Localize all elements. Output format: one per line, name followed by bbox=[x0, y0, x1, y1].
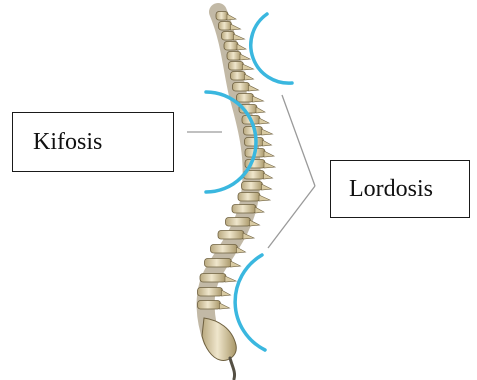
spinous-process bbox=[253, 96, 264, 102]
vertebra bbox=[198, 301, 221, 310]
spinous-process bbox=[225, 276, 236, 282]
spinous-process bbox=[237, 44, 246, 50]
spinous-process bbox=[250, 220, 260, 226]
lordosis-label-text: Lordosis bbox=[349, 177, 433, 201]
spinous-process bbox=[259, 195, 270, 201]
spinous-process bbox=[245, 74, 254, 80]
spinous-process bbox=[234, 34, 245, 40]
spinous-process bbox=[243, 233, 254, 239]
spinous-process bbox=[263, 140, 272, 146]
vertebra bbox=[218, 231, 244, 240]
spinous-process bbox=[256, 107, 265, 113]
spinous-process bbox=[262, 184, 272, 190]
vertebra bbox=[227, 52, 241, 61]
sacrum bbox=[202, 318, 236, 360]
spinous-process bbox=[240, 54, 250, 60]
lordosis-label: Lordosis bbox=[330, 160, 470, 218]
vertebra bbox=[222, 32, 235, 41]
coccyx bbox=[230, 358, 235, 379]
vertebra bbox=[224, 42, 238, 51]
spinous-process bbox=[243, 64, 254, 70]
spinous-process bbox=[259, 118, 269, 124]
cervical-lordosis-arc bbox=[251, 14, 292, 83]
vertebra bbox=[229, 62, 244, 71]
spinous-process bbox=[262, 129, 273, 135]
vertebra bbox=[237, 94, 254, 103]
vertebra bbox=[233, 83, 250, 92]
spinous-process bbox=[264, 162, 275, 168]
vertebra bbox=[238, 193, 260, 202]
kyphosis-label: Kifosis bbox=[12, 112, 174, 172]
vertebra bbox=[226, 218, 251, 227]
vertebra bbox=[198, 288, 223, 297]
spinous-process bbox=[249, 85, 259, 91]
spinous-process bbox=[264, 151, 274, 157]
spinous-process bbox=[227, 14, 236, 20]
vertebra bbox=[219, 22, 232, 31]
vertebra bbox=[232, 205, 256, 214]
vertebra bbox=[231, 72, 246, 81]
vertebra bbox=[242, 182, 263, 191]
lordosis-leader-line-upper bbox=[282, 95, 315, 186]
vertebra bbox=[200, 274, 226, 283]
vertebra bbox=[245, 138, 264, 147]
spinous-process bbox=[220, 303, 230, 309]
spinous-process bbox=[237, 247, 246, 253]
lordosis-leader-line-lower bbox=[268, 186, 315, 248]
spinous-process bbox=[231, 261, 241, 267]
spinous-process bbox=[231, 24, 241, 30]
spinous-process bbox=[264, 173, 273, 179]
lumbar-lordosis-arc bbox=[235, 255, 265, 350]
spinous-process bbox=[222, 290, 231, 296]
vertebra bbox=[211, 245, 238, 254]
spinous-process bbox=[255, 207, 264, 213]
vertebra bbox=[205, 259, 232, 268]
vertebra bbox=[216, 12, 228, 21]
kyphosis-label-text: Kifosis bbox=[33, 130, 102, 154]
